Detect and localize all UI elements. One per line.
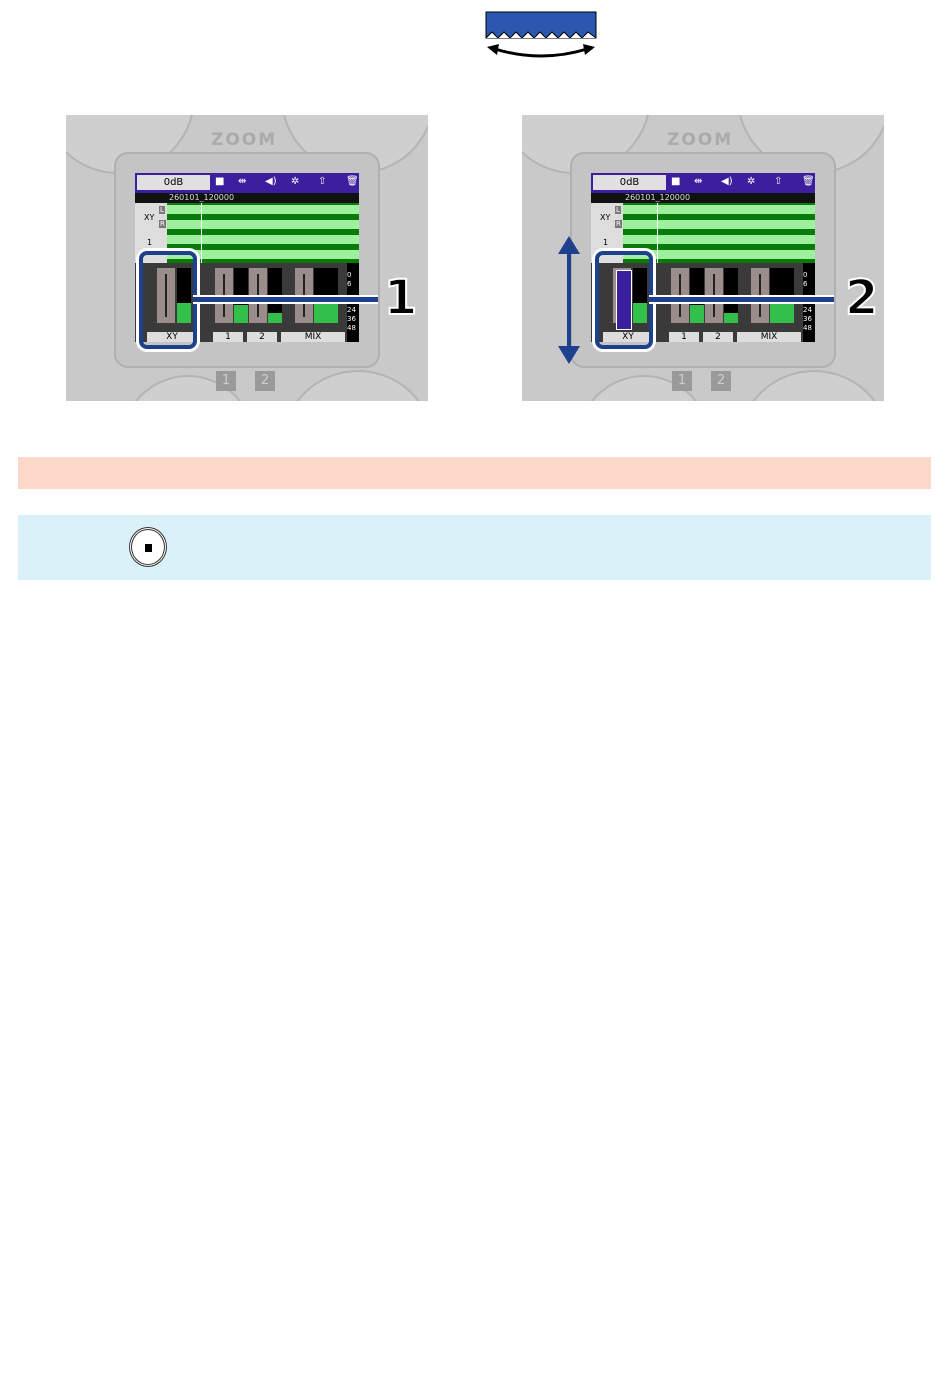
jog-dial xyxy=(485,11,597,61)
device-illustration-left: ZOOM 0dB ■ ⇹ ◀) ✲ ⇧ 🗑 260101_120000 XY L… xyxy=(66,115,428,401)
selected-fader-highlight xyxy=(616,270,632,330)
folder-icon[interactable]: ■ xyxy=(215,176,225,187)
track-label-l: L xyxy=(615,206,621,214)
gain-display[interactable]: 0dB xyxy=(593,175,666,190)
export-icon[interactable]: ⇧ xyxy=(774,176,783,187)
track-label-r: R xyxy=(615,220,622,228)
device-logo: ZOOM xyxy=(211,130,278,150)
note-bar xyxy=(18,515,931,580)
channel-label-mix: MIX xyxy=(737,332,801,342)
track-label-1: 1 xyxy=(603,238,609,247)
warning-bar xyxy=(18,457,931,489)
gain-display[interactable]: 0dB xyxy=(137,175,210,190)
settings-icon[interactable]: ✲ xyxy=(291,176,300,187)
track-button-2[interactable]: 2 xyxy=(711,371,731,391)
trash-icon[interactable]: 🗑 xyxy=(346,176,359,187)
track-label-r: R xyxy=(159,220,166,228)
track-button-1[interactable]: 1 xyxy=(216,371,236,391)
callout-number-1: 1 xyxy=(383,269,418,327)
trash-icon[interactable]: 🗑 xyxy=(802,176,815,187)
track-label-xy: XY xyxy=(600,213,611,222)
channel-label-xy: XY xyxy=(603,332,653,342)
speaker-icon[interactable]: ◀) xyxy=(265,176,277,187)
channel-label-mix: MIX xyxy=(281,332,345,342)
channel-label-2: 2 xyxy=(703,332,733,342)
track-label-1: 1 xyxy=(147,238,153,247)
fader-xy[interactable] xyxy=(157,268,175,323)
channel-label-1: 1 xyxy=(669,332,699,342)
callout-number-2: 2 xyxy=(844,269,879,327)
channel-label-xy: XY xyxy=(147,332,197,342)
track-button-1[interactable]: 1 xyxy=(672,371,692,391)
stop-button-icon xyxy=(129,527,167,567)
waveform xyxy=(167,203,359,263)
jog-dial-icon xyxy=(485,11,597,58)
callout-line-1 xyxy=(193,295,378,304)
speaker-icon[interactable]: ◀) xyxy=(721,176,733,187)
up-down-arrow-icon xyxy=(558,236,580,364)
settings-icon[interactable]: ✲ xyxy=(747,176,756,187)
track-label-l: L xyxy=(159,206,165,214)
callout-box-1 xyxy=(139,251,197,349)
track-label-xy: XY xyxy=(144,213,155,222)
screen-toolbar: 0dB ■ ⇹ ◀) ✲ ⇧ 🗑 xyxy=(591,173,815,193)
channel-label-1: 1 xyxy=(213,332,243,342)
screen-toolbar: 0dB ■ ⇹ ◀) ✲ ⇧ 🗑 xyxy=(135,173,359,193)
track-button-2[interactable]: 2 xyxy=(255,371,275,391)
device-logo: ZOOM xyxy=(667,130,734,150)
trim-icon[interactable]: ⇹ xyxy=(694,176,703,187)
channel-label-2: 2 xyxy=(247,332,277,342)
file-name-bar: 260101_120000 xyxy=(591,193,815,203)
export-icon[interactable]: ⇧ xyxy=(318,176,327,187)
trim-icon[interactable]: ⇹ xyxy=(238,176,247,187)
callout-line-2 xyxy=(649,295,834,304)
waveform xyxy=(623,203,815,263)
folder-icon[interactable]: ■ xyxy=(671,176,681,187)
file-name-bar: 260101_120000 xyxy=(135,193,359,203)
